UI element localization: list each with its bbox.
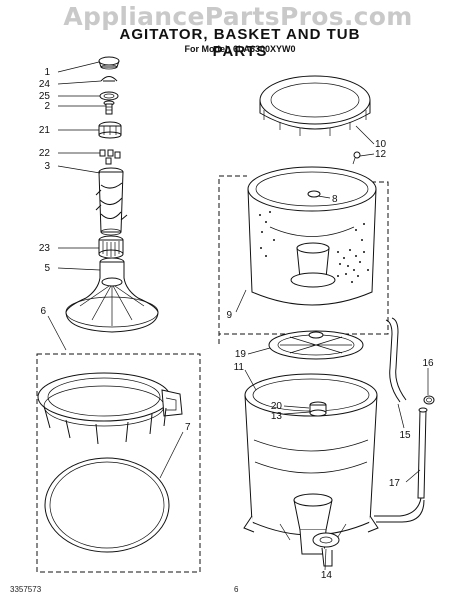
page-number: 6 bbox=[234, 585, 239, 594]
basket-perforations bbox=[259, 211, 369, 283]
fastener-part bbox=[352, 151, 361, 165]
pump-hose-part bbox=[374, 407, 428, 523]
agitator-barrel-part bbox=[95, 167, 128, 236]
callout-19: 19 bbox=[235, 349, 247, 360]
drain-hose-part bbox=[385, 317, 407, 403]
group-box-9 bbox=[218, 175, 389, 344]
callout-13: 13 bbox=[271, 411, 283, 422]
cam-assembly-part bbox=[98, 235, 124, 259]
callout-1: 1 bbox=[44, 67, 50, 78]
callout-5: 5 bbox=[44, 263, 50, 274]
callout-24: 24 bbox=[39, 79, 51, 90]
tub-bearing-part bbox=[309, 401, 327, 417]
callout-10: 10 bbox=[375, 139, 387, 150]
callout-6: 6 bbox=[40, 306, 46, 317]
lower-agitator-part bbox=[65, 257, 159, 333]
callout-17: 17 bbox=[389, 478, 401, 489]
callout-15: 15 bbox=[399, 430, 411, 441]
callout-16: 16 bbox=[422, 358, 434, 369]
tub-ring-seal-part bbox=[44, 457, 170, 553]
callout-20: 20 bbox=[271, 401, 283, 412]
hose-clamp-part bbox=[423, 395, 435, 405]
callout-labels: 1 24 25 2 21 22 3 23 5 6 7 10 12 8 9 19 … bbox=[39, 67, 434, 581]
agitator-cap-part bbox=[98, 56, 120, 70]
dog-cam-part bbox=[98, 121, 122, 139]
diagram-title: AGITATOR, BASKET AND TUB PARTS bbox=[119, 26, 361, 60]
watermark: AppliancePartsPros.com bbox=[63, 2, 413, 31]
cap-clip-part bbox=[100, 76, 118, 82]
agitator-dogs-part bbox=[99, 149, 121, 165]
callout-7: 7 bbox=[185, 422, 191, 433]
callout-11: 11 bbox=[234, 362, 245, 373]
seal-ring-part bbox=[99, 91, 119, 101]
callout-14: 14 bbox=[321, 570, 333, 581]
callout-21: 21 bbox=[39, 125, 51, 136]
mounting-ring-part bbox=[37, 372, 183, 445]
callout-9: 9 bbox=[226, 310, 232, 321]
spin-basket-part bbox=[247, 166, 377, 306]
callout-8: 8 bbox=[332, 194, 338, 205]
group-box-6 bbox=[36, 353, 201, 573]
outer-tub-part bbox=[243, 373, 379, 555]
callout-12: 12 bbox=[375, 149, 387, 160]
callout-22: 22 bbox=[39, 148, 51, 159]
callout-3: 3 bbox=[44, 161, 50, 172]
leader-lines bbox=[47, 61, 429, 571]
model-subtitle: For Model: 6LA6300XYW0 bbox=[184, 44, 296, 54]
diagram-code: 3357573 bbox=[10, 585, 42, 594]
hub-disk-part bbox=[268, 330, 364, 360]
callout-25: 25 bbox=[39, 91, 51, 102]
bolt-part bbox=[103, 100, 115, 115]
pump-part bbox=[312, 532, 340, 567]
balance-ring-part bbox=[259, 75, 371, 136]
callout-23: 23 bbox=[39, 243, 51, 254]
callout-2: 2 bbox=[44, 101, 50, 112]
